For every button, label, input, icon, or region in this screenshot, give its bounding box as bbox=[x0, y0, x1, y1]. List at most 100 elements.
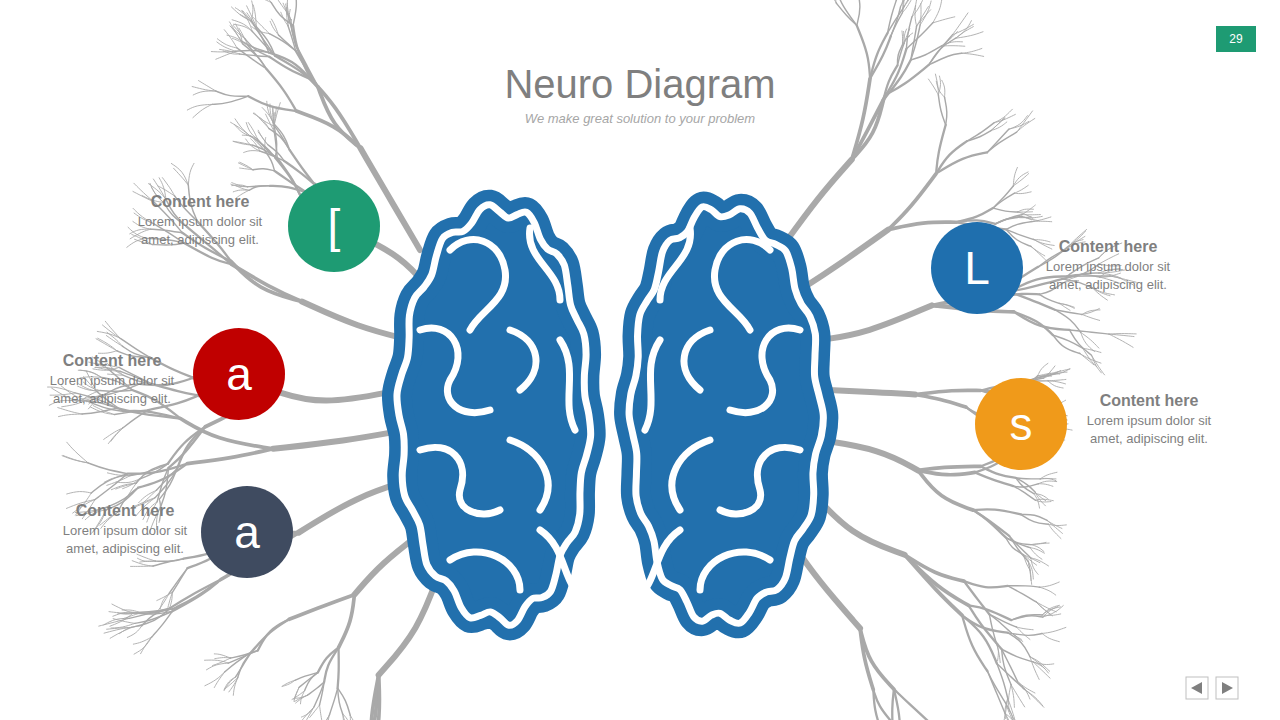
nerve-branch bbox=[1009, 536, 1028, 561]
nerve-branch bbox=[870, 33, 887, 78]
nerve-branch bbox=[1009, 116, 1028, 130]
nerve-branch bbox=[270, 21, 278, 35]
nerve-branch bbox=[250, 136, 275, 158]
nerve-branch bbox=[1014, 312, 1053, 335]
nerve-branch bbox=[131, 566, 154, 567]
nerve-branch bbox=[258, 619, 289, 650]
nerve-branch bbox=[1030, 657, 1039, 680]
nerve-branch bbox=[252, 619, 290, 652]
nerve-branch bbox=[314, 682, 324, 707]
nerve-branch bbox=[320, 715, 330, 720]
nerve-branch bbox=[254, 0, 271, 3]
nerve-branch bbox=[917, 6, 929, 26]
nerve-branch bbox=[141, 637, 152, 654]
nerve-branch bbox=[254, 113, 269, 129]
nerve-branch bbox=[227, 35, 242, 41]
nerve-branch bbox=[134, 637, 152, 654]
nerve-branch bbox=[231, 7, 251, 21]
nerve-branch bbox=[1017, 111, 1033, 132]
nerve-branch bbox=[1014, 185, 1028, 193]
nerve-branch bbox=[363, 675, 379, 720]
nerve-branch bbox=[1082, 309, 1099, 315]
text-block: Content hereLorem ipsum dolor sit amet, … bbox=[50, 501, 200, 558]
nerve-branch bbox=[1038, 484, 1052, 487]
page-number: 29 bbox=[1216, 26, 1256, 52]
icon-glyph: L bbox=[931, 222, 1023, 314]
brain-fold bbox=[450, 552, 520, 590]
nerve-branch bbox=[232, 185, 248, 187]
nerve-branch bbox=[1034, 494, 1040, 509]
nerve-branch bbox=[1016, 478, 1040, 479]
nerve-branch bbox=[1008, 698, 1016, 720]
nerve-branch bbox=[67, 442, 88, 463]
nerve-branch bbox=[274, 126, 277, 158]
nerve-branch bbox=[1025, 689, 1043, 705]
nerve-branch bbox=[302, 302, 410, 340]
nerve-branch bbox=[339, 595, 355, 648]
nerve-branch bbox=[1040, 587, 1056, 595]
nerve-branch bbox=[953, 13, 968, 35]
nerve-branch bbox=[1009, 631, 1020, 641]
nerve-branch bbox=[936, 152, 987, 173]
icon-glyph: a bbox=[201, 486, 293, 578]
text-block: Content hereLorem ipsum dolor sit amet, … bbox=[1074, 391, 1224, 448]
nerve-branch bbox=[1009, 631, 1022, 640]
nerve-branch bbox=[1081, 332, 1099, 348]
nerve-branch bbox=[989, 614, 1008, 630]
nerve-branch bbox=[320, 715, 330, 720]
brain-fold bbox=[672, 440, 710, 510]
nerve-branch bbox=[1082, 310, 1100, 315]
nerve-branch bbox=[233, 678, 237, 696]
nerve-branch bbox=[111, 428, 123, 441]
nerve-branch bbox=[886, 49, 906, 94]
nerve-branch bbox=[1011, 615, 1042, 621]
nerve-branch bbox=[269, 34, 295, 51]
icon-circle: [Content hereLorem ipsum dolor sit amet,… bbox=[288, 180, 380, 272]
nerve-branch bbox=[265, 150, 275, 170]
nerve-branch bbox=[318, 648, 339, 673]
nerve-branch bbox=[230, 26, 245, 39]
nerve-branch bbox=[918, 466, 981, 470]
nerve-branch bbox=[236, 50, 269, 52]
nerve-branch bbox=[888, 222, 956, 230]
nerve-branch bbox=[1038, 481, 1056, 484]
nerve-branch bbox=[231, 261, 302, 301]
nerve-branch bbox=[915, 395, 966, 408]
nerve-branch bbox=[254, 139, 265, 150]
nerve-branch bbox=[244, 151, 260, 153]
circle-fill bbox=[201, 486, 293, 578]
nerve-branch bbox=[962, 48, 982, 53]
nerve-branch bbox=[350, 715, 359, 720]
nerve-branch bbox=[1031, 246, 1046, 260]
nerve-branch bbox=[274, 171, 306, 193]
nerve-branch bbox=[236, 652, 252, 677]
content-heading: Content here bbox=[1074, 391, 1224, 411]
nerve-branch bbox=[1034, 217, 1051, 221]
next-arrow bbox=[1222, 682, 1233, 694]
icon-circle: aContent hereLorem ipsum dolor sit amet,… bbox=[193, 328, 285, 420]
brain-fold bbox=[450, 240, 506, 330]
nerve-branch bbox=[235, 8, 251, 21]
nerve-branch bbox=[1040, 478, 1056, 480]
nerve-branch bbox=[1040, 478, 1056, 479]
nerve-branch bbox=[1047, 520, 1062, 528]
nerve-branch bbox=[1070, 330, 1109, 334]
nerve-branch bbox=[236, 186, 249, 190]
nerve-branch bbox=[962, 615, 987, 671]
nerve-branch bbox=[240, 168, 253, 170]
nerve-branch bbox=[269, 57, 310, 79]
nerve-branch bbox=[870, 36, 891, 79]
nerve-branch bbox=[995, 215, 1022, 224]
content-body: Lorem ipsum dolor sit amet, adipiscing e… bbox=[1074, 412, 1224, 448]
prev-button bbox=[1186, 677, 1208, 699]
nerve-branch bbox=[1018, 212, 1033, 219]
nerve-branch bbox=[289, 595, 354, 620]
nerve-branch bbox=[338, 688, 351, 715]
nerve-branch bbox=[220, 49, 240, 54]
nerve-branch bbox=[1018, 209, 1034, 212]
nerve-branch bbox=[1003, 698, 1008, 720]
nerve-branch bbox=[1040, 472, 1057, 479]
nerve-branch bbox=[1006, 537, 1024, 554]
nerve-branch bbox=[199, 81, 216, 91]
